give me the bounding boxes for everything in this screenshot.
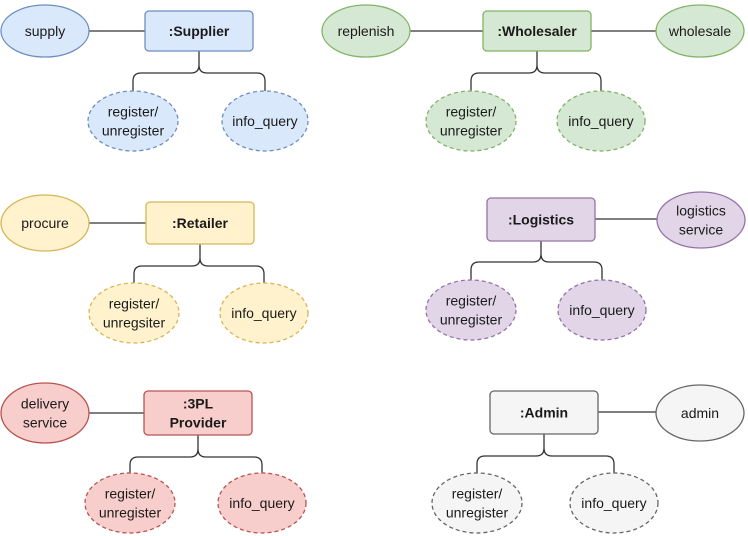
provided-interface-label-line: supply: [25, 23, 65, 39]
interface-register: [87, 90, 179, 152]
provided-interface-wholesale: [655, 4, 745, 58]
interface-info-query: [569, 472, 659, 534]
provided-interface-label: replenish: [338, 23, 395, 39]
interface-label: info_query: [232, 113, 297, 129]
provided-interface-label-line: procure: [21, 215, 69, 231]
component-group-supplier: supply :Supplier register/unregister info_q…: [0, 4, 309, 152]
provided-interface-label: delivery service: [21, 396, 69, 431]
interface-branch-connector: [476, 434, 615, 473]
interface-branch-connector: [470, 241, 603, 280]
provided-interface-label-line: service: [23, 415, 68, 431]
component-box-wholesaler: [482, 10, 592, 52]
component-group-admin: admin :Admin register/unregister info_query: [431, 384, 745, 534]
provided-interface-label-line: service: [679, 222, 724, 238]
component-label-line: Provider: [170, 415, 227, 431]
interface-register: [425, 90, 517, 152]
provided-interface-label: supply: [25, 23, 65, 39]
interface-register: [431, 472, 523, 534]
interface-label-line: info_query: [568, 113, 633, 129]
provided-interface-label: logistics service: [676, 203, 726, 238]
interface-label: register/unregister: [99, 486, 162, 521]
component-box-supplier: [144, 10, 254, 52]
interface-label: register/unregsiter: [103, 296, 166, 331]
component-label-line: :Retailer: [172, 215, 229, 231]
interface-branch-connector: [132, 51, 266, 91]
interface-register: [88, 282, 180, 344]
provided-interface-label-line: replenish: [338, 23, 395, 39]
provided-interface-logistics-service: [656, 191, 746, 249]
interface-branch-connector: [129, 435, 263, 473]
interface-label-line: register/: [452, 486, 503, 502]
component-box-logistics: [486, 197, 596, 242]
component-label: :Wholesaler: [497, 23, 577, 39]
interface-label: info_query: [581, 495, 646, 511]
provided-interface-label: wholesale: [668, 23, 731, 39]
provided-interface-procure: [0, 194, 90, 252]
provided-interface-label: procure: [21, 215, 69, 231]
provided-interface-supply: [0, 4, 90, 58]
interface-register: [425, 279, 517, 341]
component-label-line: :Logistics: [508, 212, 574, 228]
component-label: :Logistics: [508, 212, 574, 228]
interface-label-line: unregister: [102, 123, 165, 139]
interface-label-line: unregister: [440, 312, 503, 328]
provided-interface-label: admin: [681, 405, 719, 421]
component-box-admin: [489, 390, 599, 435]
interface-label-line: register/: [105, 486, 156, 502]
interface-branch-connector: [133, 244, 265, 283]
interface-label: register/unregister: [440, 104, 503, 139]
component-label-line: :3PL: [183, 396, 214, 412]
interface-label-line: info_query: [569, 302, 634, 318]
interface-register: [84, 472, 176, 534]
interface-label: info_query: [569, 302, 634, 318]
component-box-retailer: [145, 201, 255, 245]
component-label-line: :Wholesaler: [497, 23, 577, 39]
provided-interface-replenish: [321, 4, 411, 58]
interface-info-query: [556, 90, 646, 152]
provided-interface-label-line: wholesale: [668, 23, 731, 39]
interface-label: info_query: [568, 113, 633, 129]
provided-interface-label-line: delivery: [21, 396, 69, 412]
component-label-line: :Admin: [520, 405, 568, 421]
component-label: :3PL Provider: [170, 396, 227, 431]
interface-info-query: [219, 282, 309, 344]
interface-label-line: unregsiter: [103, 315, 166, 331]
component-group-retailer: procure :Retailer register/unregsiter info_…: [0, 194, 309, 344]
interface-label-line: unregister: [446, 505, 509, 521]
interface-label-line: info_query: [229, 495, 294, 511]
provided-interface-label-line: logistics: [676, 203, 726, 219]
provided-interface-delivery-service: [0, 382, 90, 444]
interface-label-line: register/: [446, 104, 497, 120]
interface-label: info_query: [229, 495, 294, 511]
interface-label-line: info_query: [581, 495, 646, 511]
interface-label: register/unregister: [102, 104, 165, 139]
provided-interface-admin: [655, 384, 745, 442]
interface-info-query: [217, 472, 307, 534]
interface-label: register/unregister: [446, 486, 509, 521]
interface-label: info_query: [231, 305, 296, 321]
interface-label-line: unregister: [440, 123, 503, 139]
component-group-logistics: logistics service :Logistics register/unreg…: [425, 191, 746, 341]
component-box-3pl-provider: [143, 390, 253, 436]
component-label-line: :Supplier: [169, 23, 230, 39]
interface-info-query: [221, 90, 309, 152]
component-label: :Retailer: [172, 215, 229, 231]
interface-label-line: register/: [446, 293, 497, 309]
interface-info-query: [557, 279, 647, 341]
interface-label-line: register/: [109, 296, 160, 312]
component-label: :Supplier: [169, 23, 230, 39]
component-group-3pl-provider: delivery service :3PL Provider register/unre…: [0, 382, 307, 534]
interface-branch-connector: [470, 51, 602, 91]
component-label: :Admin: [520, 405, 568, 421]
provided-interface-label-line: admin: [681, 405, 719, 421]
interface-label-line: register/: [108, 104, 159, 120]
component-group-wholesaler: replenish wholesale :Wholesaler register/un…: [321, 4, 745, 152]
interface-label-line: info_query: [232, 113, 297, 129]
interface-label-line: unregister: [99, 505, 162, 521]
interface-label-line: info_query: [231, 305, 296, 321]
interface-label: register/unregister: [440, 293, 503, 328]
